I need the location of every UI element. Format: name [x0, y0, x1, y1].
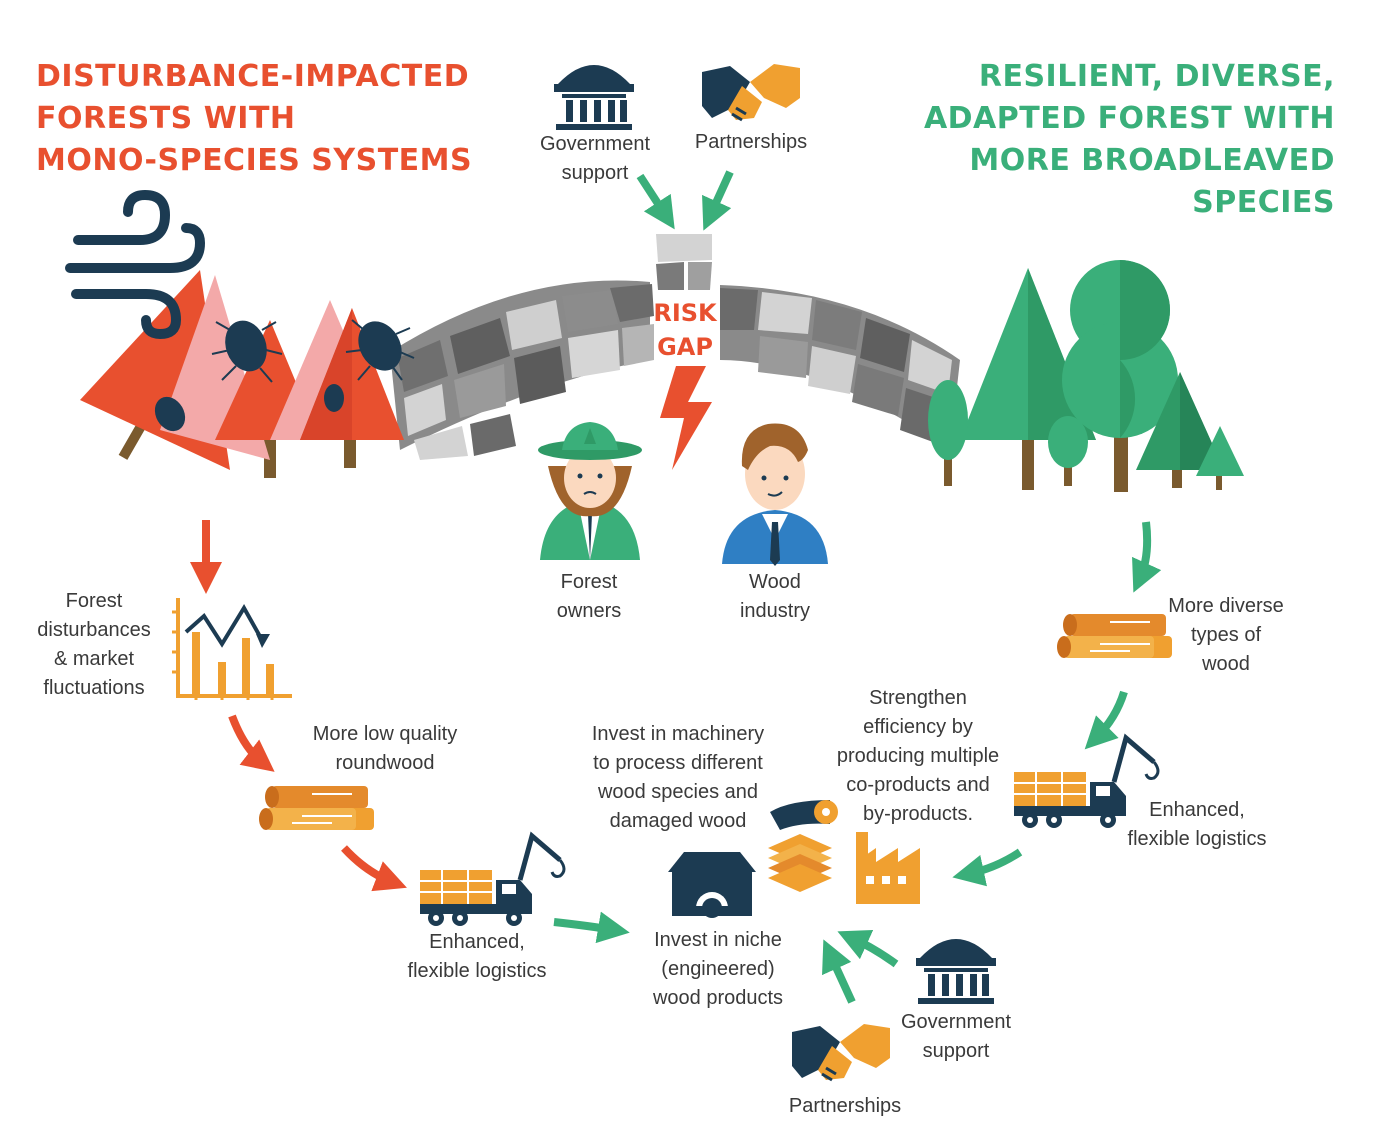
- diverse-wood-label: More diverse types of wood: [1168, 595, 1284, 675]
- forest-owners-label: Forest owners: [556, 571, 622, 622]
- forest-owner-icon: [538, 422, 642, 560]
- right-title-line: ADAPTED FOREST WITH: [923, 101, 1335, 136]
- left-title-line: DISTURBANCE-IMPACTED: [36, 59, 470, 94]
- arrow-forest-to-diverse: [1132, 521, 1162, 593]
- arrow-logistics-to-factory: [952, 848, 1023, 887]
- left-title-line: FORESTS WITH: [36, 101, 296, 136]
- gov-support-bottom-label: Government support: [900, 1011, 1012, 1062]
- logistics-left-label: Enhanced, flexible logistics: [407, 931, 547, 982]
- sawmill-icon: [668, 852, 756, 924]
- wood-industry-person-icon: [722, 423, 828, 566]
- logging-truck-icon: [420, 836, 564, 926]
- gov-support-top-label: Government support: [539, 133, 651, 184]
- wood-industry-label: Wood industry: [739, 571, 811, 622]
- lightning-icon: [660, 366, 712, 470]
- arrow-partner-to-niche: [822, 939, 856, 1004]
- arrow-roundwood-to-logistics: [341, 845, 407, 892]
- factory-icon: [856, 832, 920, 904]
- arrow-logistics-to-niche: [553, 911, 630, 944]
- arrow-gov-to-gap: [636, 173, 675, 230]
- government-building-icon-bottom: [916, 939, 996, 1004]
- low-quality-roundwood-label: More low quality roundwood: [312, 723, 458, 774]
- arrow-disturbance-to-roundwood: [228, 714, 275, 772]
- strengthen-efficiency-label: Strengthen efficiency by producing multi…: [836, 687, 1000, 825]
- risk-gap-line: GAP: [657, 333, 713, 361]
- partnerships-bottom-label: Partnerships: [788, 1095, 902, 1117]
- government-building-icon: [554, 65, 634, 130]
- invest-niche-label: Invest in niche (engineered) wood produc…: [652, 929, 784, 1009]
- arrow-gov-to-niche: [837, 930, 899, 968]
- handshake-icon: [700, 62, 802, 122]
- arrow-diverse-to-logistics: [1084, 690, 1128, 750]
- right-title: RESILIENT, DIVERSE, ADAPTED FOREST WITH …: [924, 56, 1335, 224]
- logistics-right-label: Enhanced, flexible logistics: [1127, 799, 1267, 850]
- right-forest-icon: [928, 260, 1244, 492]
- risk-gap-line: RISK: [653, 299, 717, 327]
- right-title-line: RESILIENT, DIVERSE,: [978, 59, 1335, 94]
- logs-icon: [258, 785, 375, 831]
- right-title-line: MORE BROADLEAVED: [969, 143, 1335, 178]
- arrow-partner-to-gap: [702, 170, 734, 231]
- left-forest-icon: [80, 270, 404, 478]
- forest-disturbances-label: Forest disturbances & market fluctuation…: [37, 590, 151, 699]
- stone-bridge: [390, 234, 960, 460]
- invest-machinery-label: Invest in machinery to process different…: [591, 723, 765, 832]
- wind-icon: [65, 189, 206, 340]
- chart-decline-icon: [172, 598, 292, 700]
- plywood-stack-icon: [768, 834, 832, 892]
- right-title-line: SPECIES: [1192, 185, 1335, 220]
- left-title-line: MONO-SPECIES SYSTEMS: [36, 143, 473, 178]
- veneer-roll-icon: [770, 800, 838, 830]
- handshake-icon-bottom: [790, 1022, 892, 1082]
- partnerships-top-label: Partnerships: [694, 131, 808, 153]
- beetle-icon: [154, 320, 402, 432]
- left-title: DISTURBANCE-IMPACTED FORESTS WITH MONO-S…: [36, 56, 472, 182]
- risk-gap-label: RISK GAP: [630, 296, 740, 364]
